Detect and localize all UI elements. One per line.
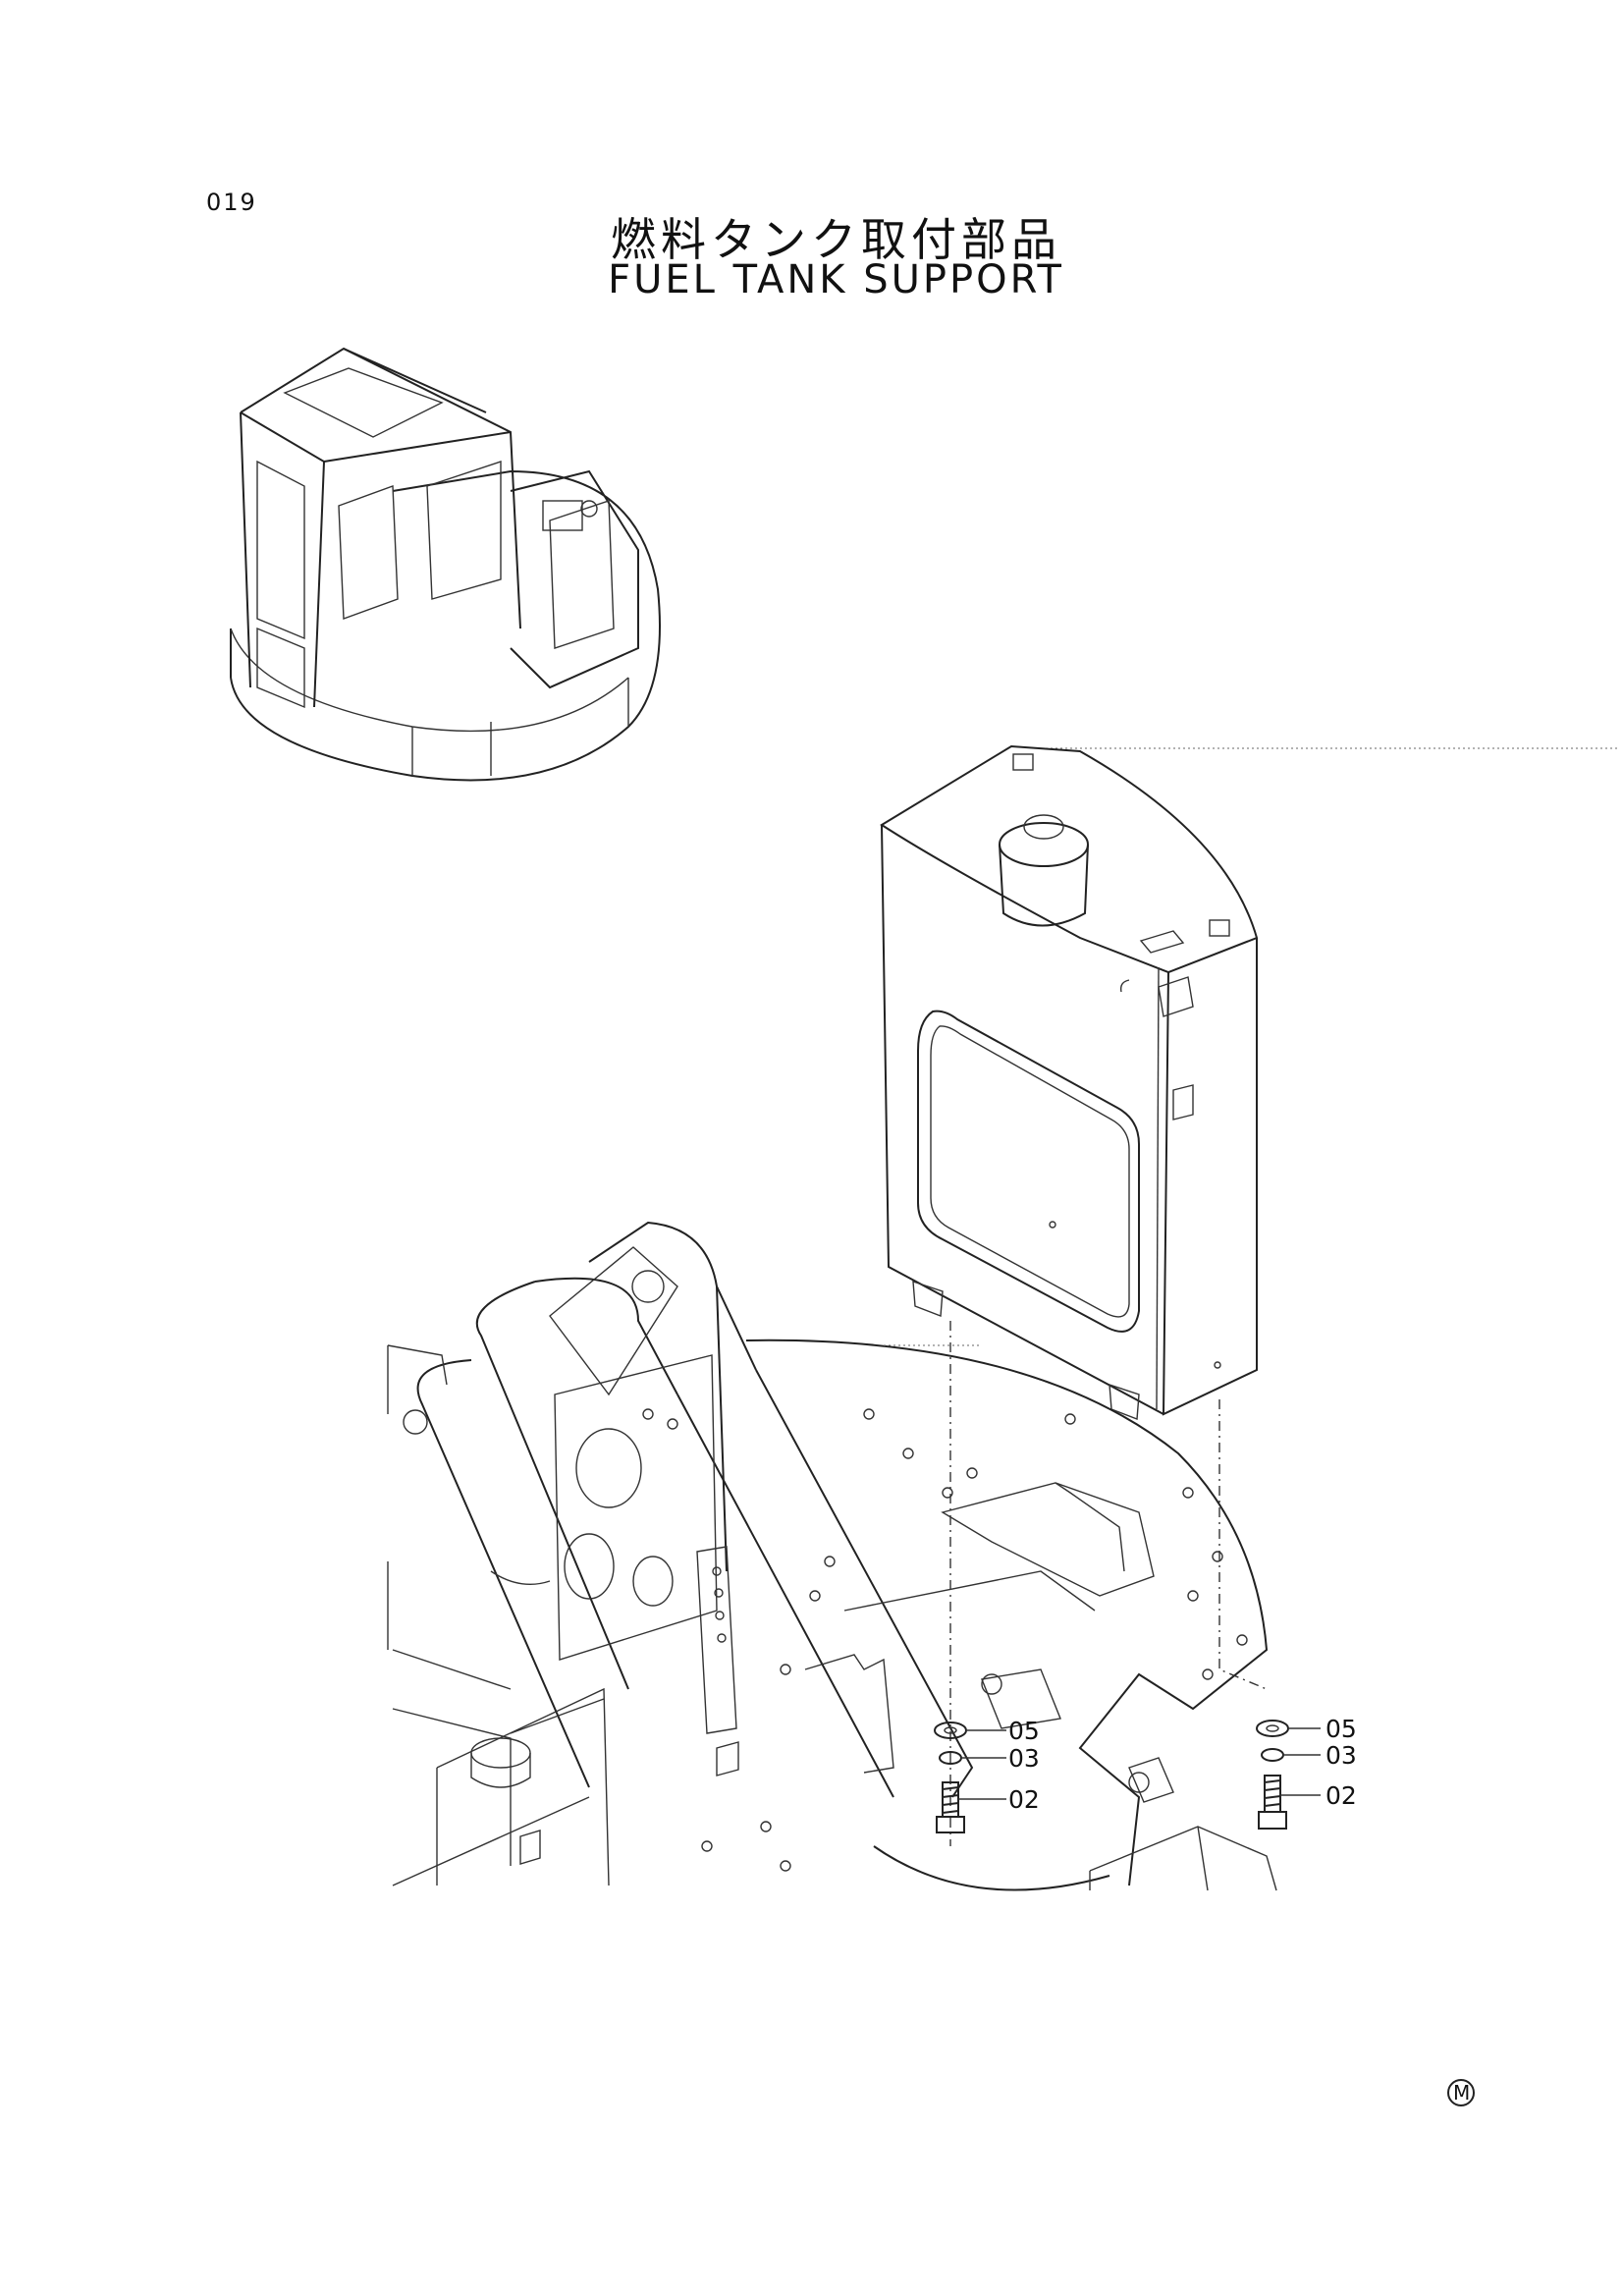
assembly-centerlines <box>884 1321 1268 1846</box>
upper-frame-illustration <box>387 1221 1277 1891</box>
right-hardware-stack <box>1256 1720 1321 1830</box>
callout-left-spring-washer: 03 <box>1008 1744 1040 1773</box>
left-hardware-stack <box>934 1722 1006 1833</box>
callout-left-washer: 05 <box>1008 1717 1040 1745</box>
corner-mark: M <box>1447 2079 1475 2106</box>
corner-mark-letter: M <box>1453 2081 1470 2105</box>
page-title-english: FUEL TANK SUPPORT <box>608 257 1064 302</box>
page-title-japanese: 燃料タンク取付部品 <box>611 213 1061 266</box>
callout-right-spring-washer: 03 <box>1325 1741 1357 1770</box>
right-bolt-part <box>1258 1775 1287 1830</box>
callout-right-washer: 05 <box>1325 1715 1357 1743</box>
fuel-tank-illustration <box>880 744 1259 1420</box>
right-spring-washer-part <box>1261 1748 1284 1762</box>
machine-overview-illustration <box>230 347 661 782</box>
page-number: 019 <box>206 189 257 216</box>
callout-right-bolt: 02 <box>1325 1781 1357 1810</box>
right-washer-part <box>1256 1720 1289 1737</box>
left-bolt-part <box>936 1781 965 1833</box>
callout-left-bolt: 02 <box>1008 1785 1040 1814</box>
